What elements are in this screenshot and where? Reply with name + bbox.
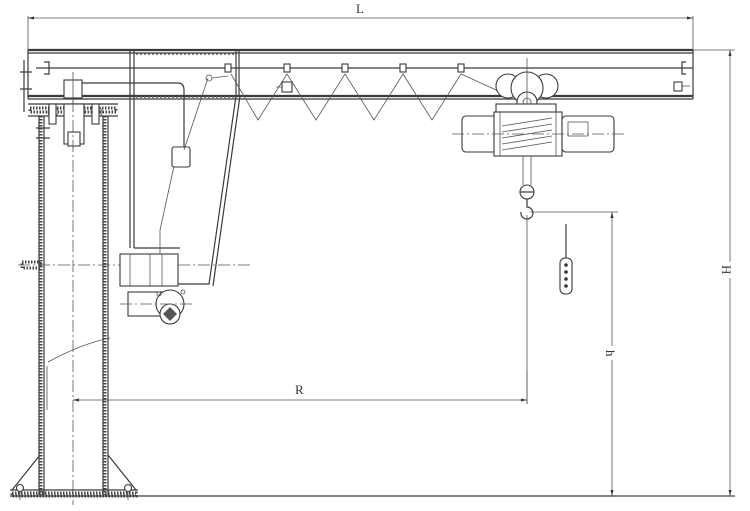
base-plate: [10, 454, 735, 500]
festoon-cable: [224, 63, 506, 121]
dimension-H-label: H: [719, 265, 734, 274]
wire-rope-hoist: [452, 58, 625, 185]
dimension-L: L: [27, 1, 694, 50]
pendant-control: [559, 224, 573, 295]
dimension-R: R: [73, 370, 528, 404]
slewing-drive: [119, 253, 192, 325]
slewing-bearing: [28, 72, 185, 150]
dimension-H: H: [618, 49, 735, 497]
dimension-h: h: [530, 211, 618, 496]
dimension-h-label: h: [603, 350, 618, 357]
dimension-R-label: R: [295, 382, 304, 397]
dimension-L-label: L: [356, 1, 364, 16]
junction-box: [159, 74, 229, 254]
jib-arm: [20, 48, 694, 248]
